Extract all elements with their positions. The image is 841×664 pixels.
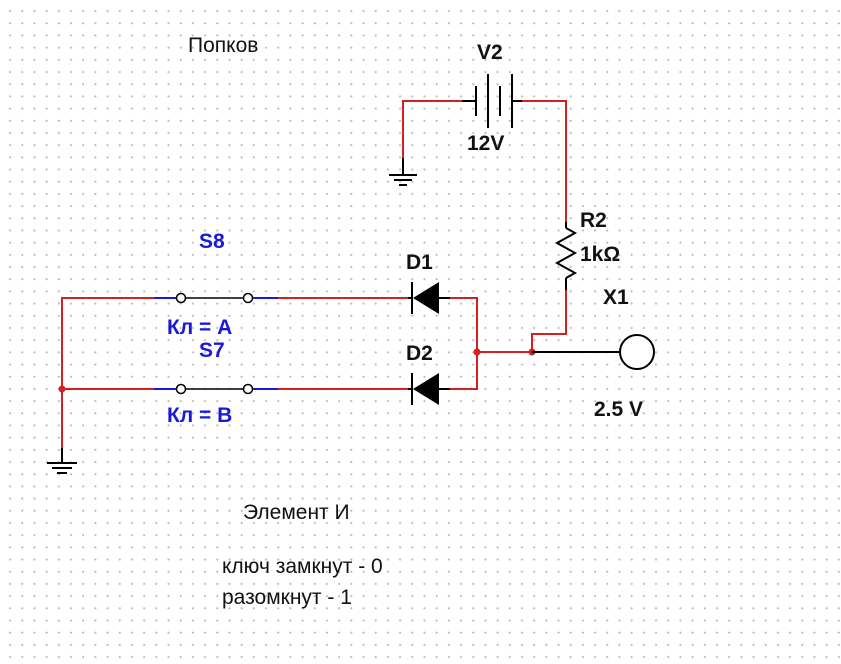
probe-lamp-icon (619, 334, 655, 370)
switch-s8[interactable] (154, 292, 278, 304)
wire-diode-rail (450, 297, 478, 390)
caption-title: Элемент И (243, 501, 350, 524)
junction-node (473, 348, 481, 356)
switch-s7-key-label: Кл = B (167, 404, 233, 427)
switch-s8-key-label: Кл = A (167, 316, 233, 339)
switch-contact (175, 292, 187, 304)
caption-line-1: ключ замкнут - 0 (222, 555, 383, 578)
switch-s7[interactable] (154, 383, 278, 395)
switch-s7-ref-label: S7 (199, 339, 225, 362)
battery-value-label: 12V (467, 132, 505, 155)
probe-x1[interactable] (532, 334, 655, 370)
probe-ref-label: X1 (603, 286, 629, 309)
resistor-ref-label: R2 (580, 209, 607, 232)
ground-icon (389, 158, 417, 186)
battery-v2[interactable] (402, 74, 567, 222)
switch-contact (242, 292, 254, 304)
resistor-zigzag (554, 227, 578, 279)
diode-d2[interactable] (408, 373, 450, 405)
diode-triangle (413, 373, 439, 405)
wire-left-rail (61, 297, 154, 448)
switch-s8-ref-label: S8 (199, 230, 225, 253)
diode-triangle (413, 282, 439, 314)
diode-d2-ref-label: D2 (406, 342, 433, 365)
wire-resistor-to-node (531, 290, 567, 352)
caption-line-2: разомкнут - 1 (222, 586, 352, 609)
probe-reading-label: 2.5 V (594, 398, 644, 421)
wire-battery-left (402, 100, 462, 158)
resistor-value-label: 1kΩ (580, 243, 621, 266)
switch-contact (242, 383, 254, 395)
junction-left (58, 385, 66, 393)
switch-contact (175, 383, 187, 395)
resistor-r2[interactable] (554, 222, 578, 290)
diode-d1-ref-label: D1 (406, 251, 433, 274)
author-label: Попков (188, 34, 259, 57)
battery-ref-label: V2 (477, 41, 503, 64)
ground-icon (47, 448, 77, 474)
diode-d1[interactable] (408, 282, 450, 314)
wire-battery-right (522, 100, 567, 222)
